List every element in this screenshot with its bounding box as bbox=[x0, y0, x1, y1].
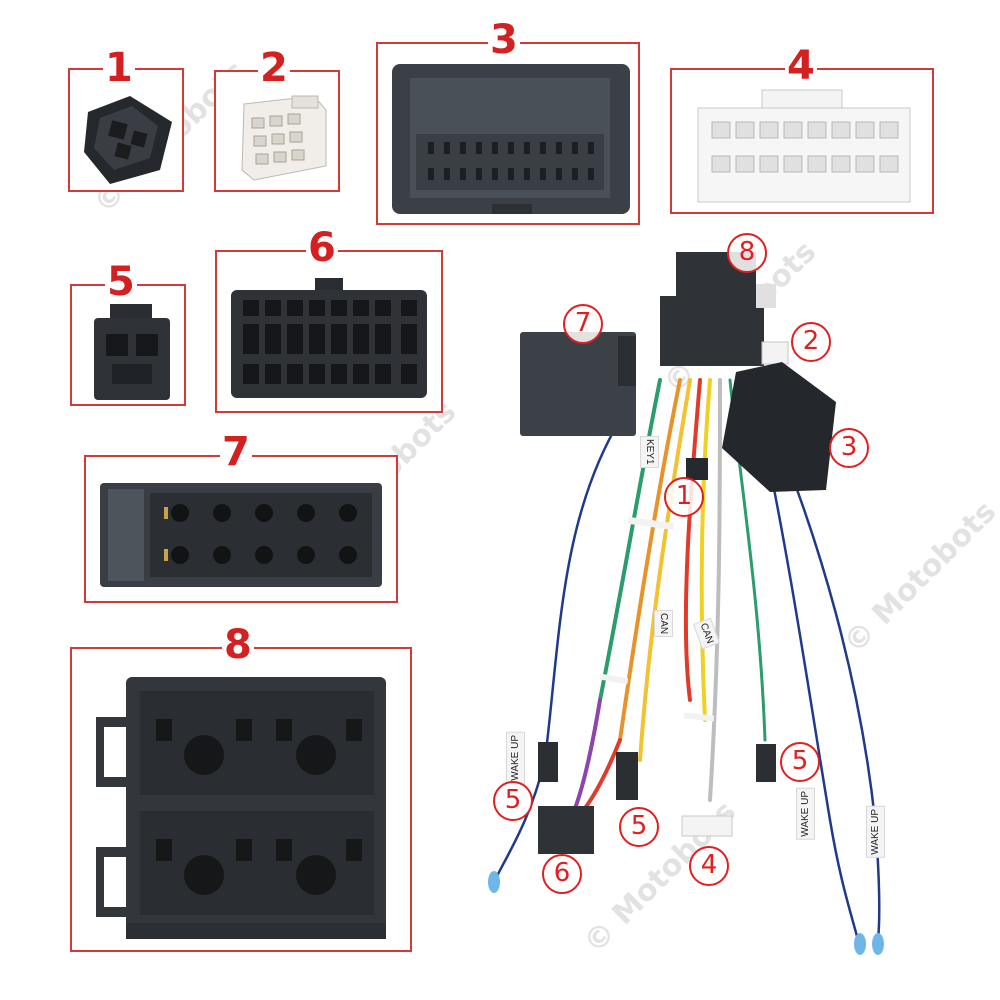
connector-2-image bbox=[241, 95, 327, 181]
connector-panel-8 bbox=[70, 647, 412, 952]
connector-panel-4 bbox=[670, 68, 934, 214]
connector-panel-6 bbox=[215, 250, 443, 413]
connector-5-image bbox=[94, 304, 170, 400]
harness-label-2: 2 bbox=[791, 322, 831, 362]
connector-panel-7 bbox=[84, 455, 398, 603]
connector-3-image bbox=[392, 64, 630, 214]
connector-6-image bbox=[231, 278, 427, 398]
panel-number-1: 1 bbox=[103, 45, 135, 91]
connector-4-image bbox=[697, 89, 911, 203]
harness-label-3: 3 bbox=[829, 428, 869, 468]
connector-8-image bbox=[96, 677, 386, 939]
wake-up-wire-tag: WAKE UP bbox=[866, 806, 885, 858]
panel-number-4: 4 bbox=[785, 43, 817, 89]
panel-number-5: 5 bbox=[105, 259, 137, 305]
key1-wire-tag: KEY1 bbox=[640, 436, 659, 468]
connector-1-image bbox=[84, 96, 172, 184]
harness-label-6: 6 bbox=[542, 854, 582, 894]
panel-number-7: 7 bbox=[220, 429, 252, 475]
harness-label-5: 5 bbox=[780, 742, 820, 782]
connector-panel-1 bbox=[68, 68, 184, 192]
connector-7-image bbox=[100, 483, 382, 587]
harness-label-4: 4 bbox=[689, 846, 729, 886]
panel-number-3: 3 bbox=[488, 17, 520, 63]
harness-label-1: 1 bbox=[664, 477, 704, 517]
harness-label-7: 7 bbox=[563, 304, 603, 344]
panel-number-6: 6 bbox=[306, 225, 338, 271]
connector-panel-5 bbox=[70, 284, 186, 406]
harness-label-8: 8 bbox=[727, 233, 767, 273]
connector-panel-3 bbox=[376, 42, 640, 225]
panel-number-2: 2 bbox=[258, 45, 290, 91]
can-wire-tag: CAN bbox=[654, 610, 673, 638]
wake-up-wire-tag: WAKE UP bbox=[796, 788, 815, 840]
harness-label-5: 5 bbox=[493, 781, 533, 821]
harness-label-5: 5 bbox=[619, 807, 659, 847]
panel-number-8: 8 bbox=[222, 622, 254, 668]
wake-up-wire-tag: WAKE UP bbox=[506, 732, 525, 784]
